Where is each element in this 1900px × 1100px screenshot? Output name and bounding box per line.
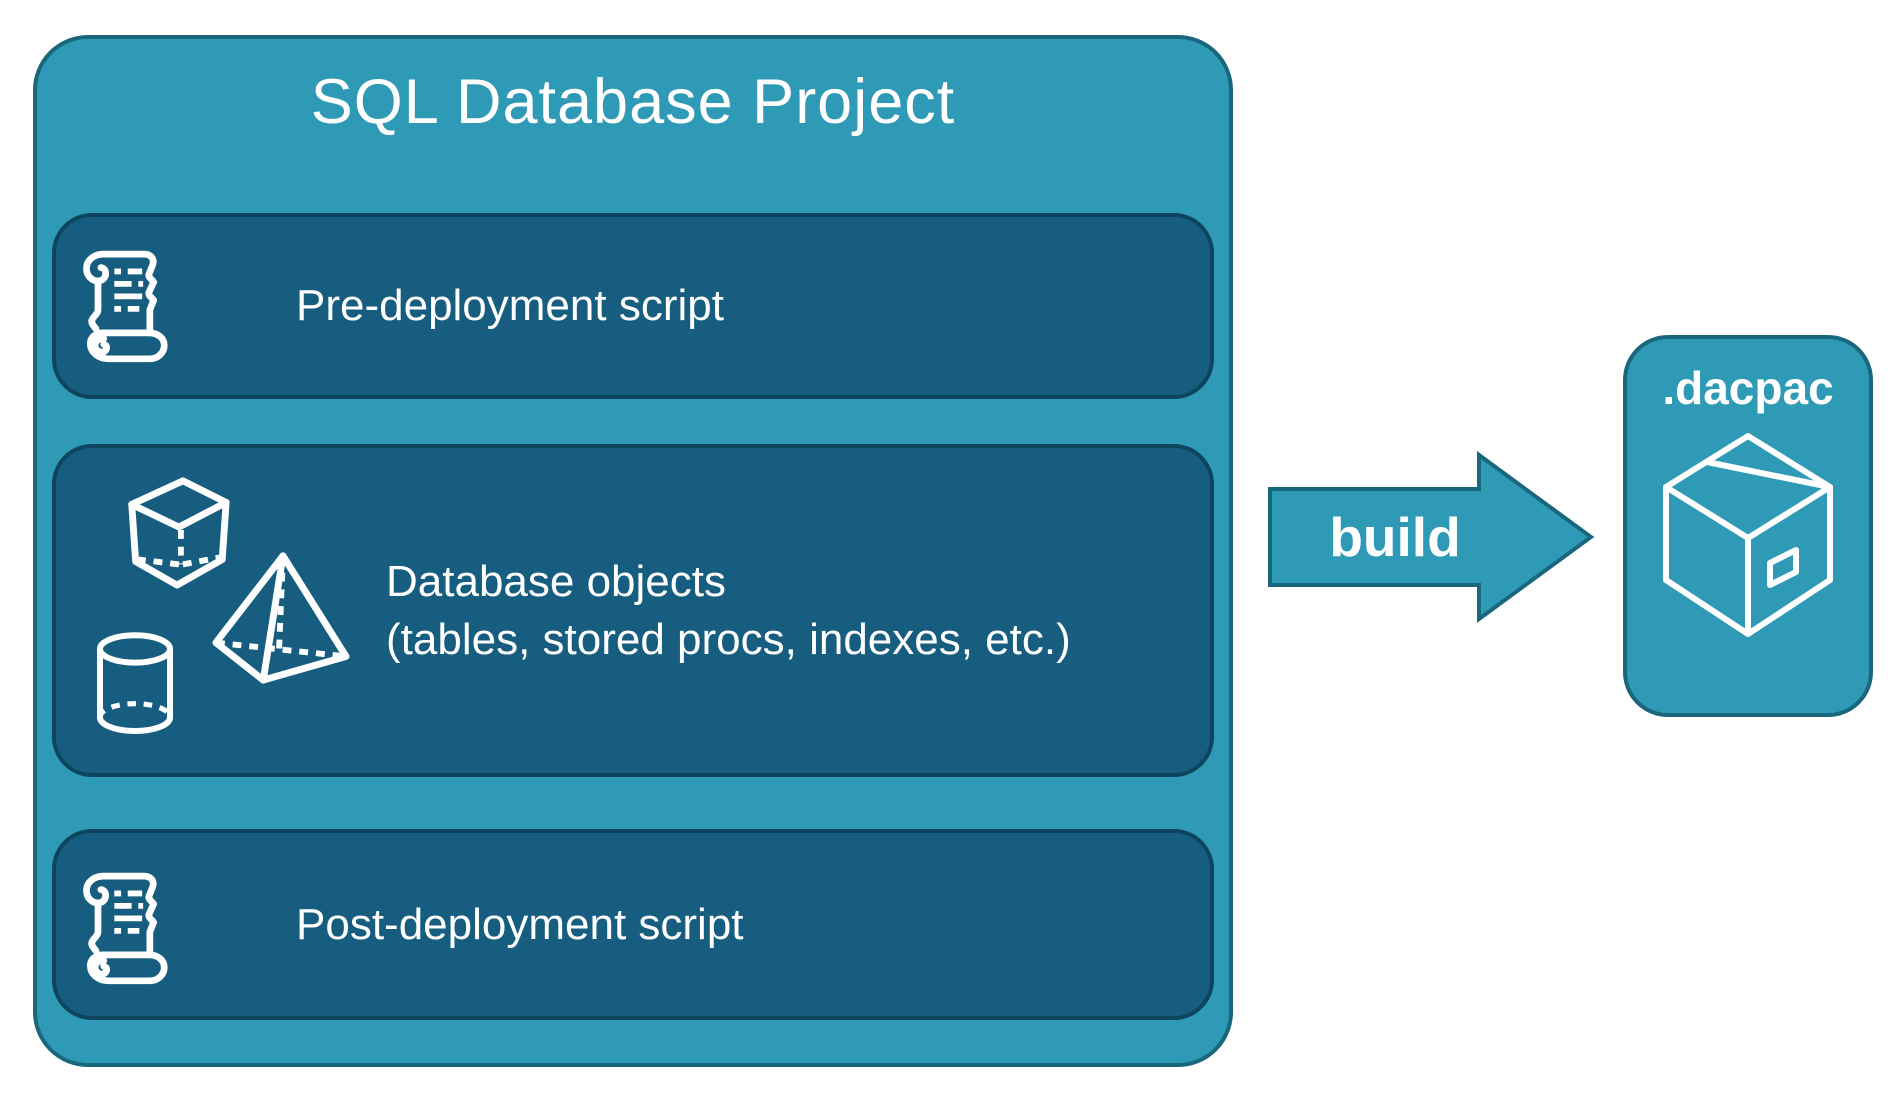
build-arrow: build <box>1268 451 1595 623</box>
project-title: SQL Database Project <box>310 67 956 137</box>
database-objects-label: Database objects <box>386 556 726 606</box>
pyramid-icon <box>212 552 350 684</box>
database-objects-sublabel: (tables, stored procs, indexes, etc.) <box>386 614 1071 664</box>
database-objects-box: Database objects (tables, stored procs, … <box>52 444 1214 777</box>
database-objects-text: Database objects (tables, stored procs, … <box>386 553 1071 669</box>
cylinder-icon <box>96 632 174 734</box>
scroll-icon <box>83 250 168 363</box>
pre-deployment-label: Pre-deployment script <box>296 281 724 330</box>
build-label: build <box>1329 506 1461 568</box>
build-arrow-shape <box>1268 451 1595 623</box>
pre-deployment-box: Pre-deployment script <box>52 213 1214 399</box>
cube-icon <box>128 477 230 589</box>
sql-database-project-container: SQL Database Project Pre-deployment scri… <box>33 35 1233 1067</box>
post-deployment-box: Post-deployment script <box>52 829 1214 1020</box>
package-icon <box>1663 433 1833 637</box>
dacpac-box: .dacpac <box>1623 335 1873 717</box>
post-deployment-label: Post-deployment script <box>296 899 744 949</box>
dacpac-label: .dacpac <box>1662 362 1834 414</box>
scroll-icon <box>83 872 168 985</box>
